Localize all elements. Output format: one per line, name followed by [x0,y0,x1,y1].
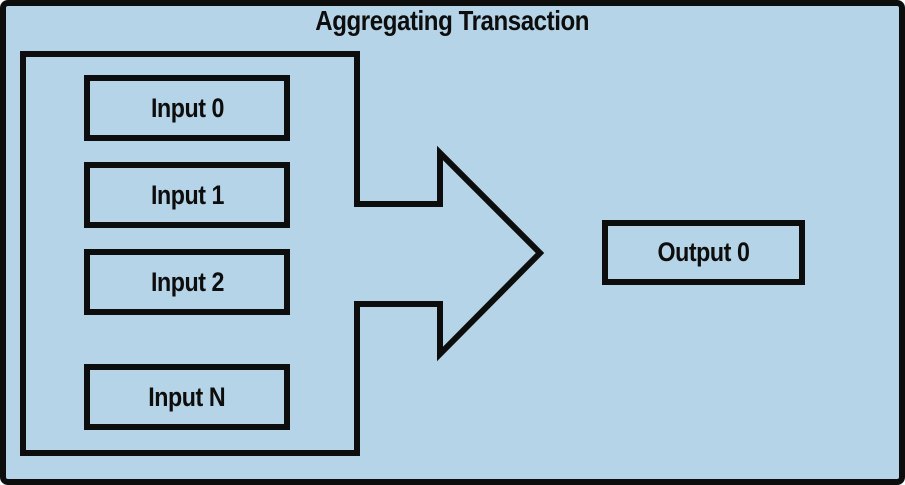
diagram-title: Aggregating Transaction [0,5,905,37]
input-box-2-label: Input 2 [150,266,224,297]
input-box-1-label: Input 1 [150,179,224,210]
input-box-n-label: Input N [148,381,226,412]
input-box-1: Input 1 [84,162,290,228]
input-box-0-label: Input 0 [150,92,224,123]
diagram-title-text: Aggregating Transaction [315,5,590,36]
input-box-2: Input 2 [84,249,290,315]
output-box: Output 0 [602,220,805,285]
output-box-label: Output 0 [657,237,750,267]
input-box-0: Input 0 [84,75,290,141]
input-box-n: Input N [84,364,290,430]
